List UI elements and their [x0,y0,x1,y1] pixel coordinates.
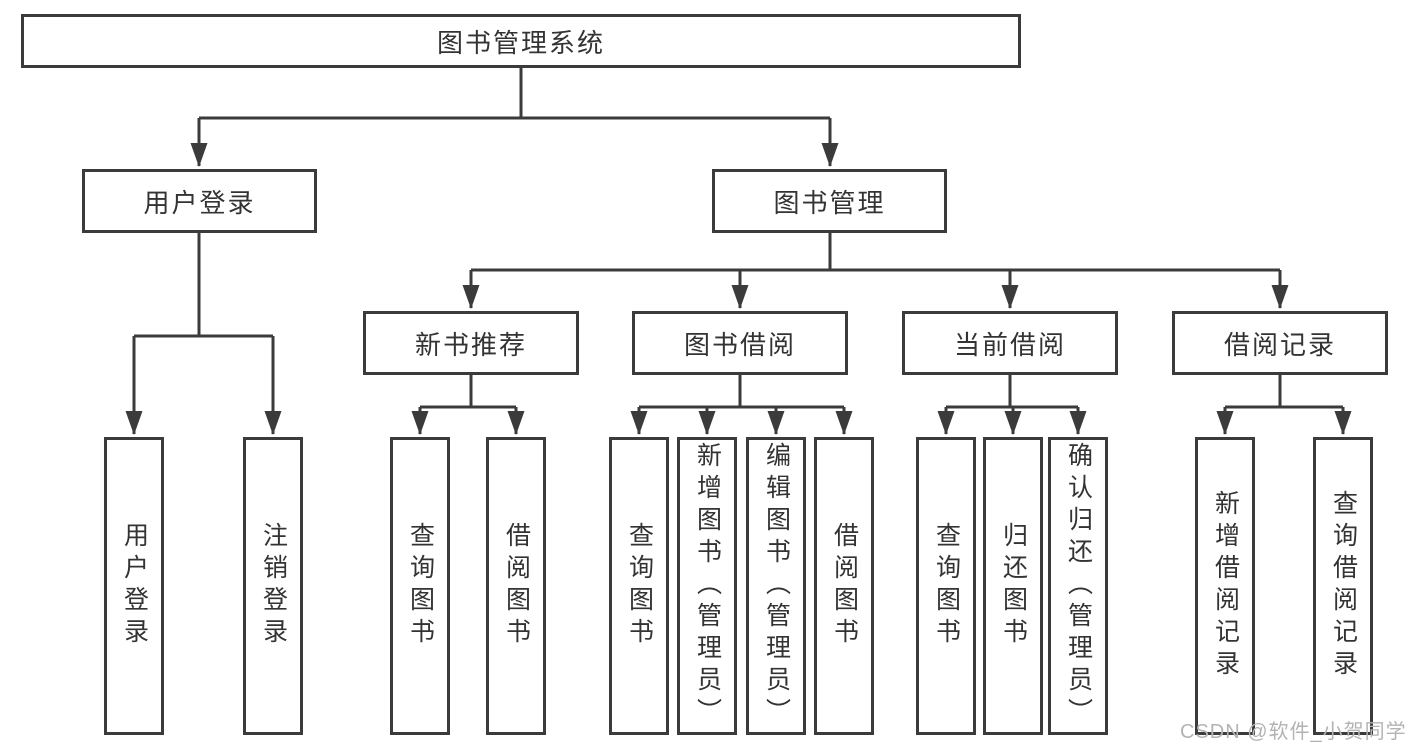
node-label: 编辑图书（管理员） [762,442,791,730]
node-query-books-current: 查询图书 [916,437,976,735]
node-label: 查询借阅记录 [1329,490,1358,682]
node-user-login: 用户登录 [82,169,317,233]
node-logout: 注销登录 [243,437,303,735]
node-label: 确认归还（管理员） [1064,442,1093,730]
node-library-system: 图书管理系统 [21,14,1021,68]
node-borrow-books-recommend: 借阅图书 [486,437,546,735]
node-edit-book-admin: 编辑图书（管理员） [746,437,806,735]
node-book-borrow: 图书借阅 [632,311,848,375]
node-borrow-books-leaf: 借阅图书 [814,437,874,735]
node-label: 注销登录 [259,522,288,650]
node-confirm-return-admin: 确认归还（管理员） [1048,437,1108,735]
node-label: 查询图书 [406,522,435,650]
node-book-management: 图书管理 [712,169,947,233]
node-label: 归还图书 [999,522,1028,650]
node-label: 借阅图书 [830,522,859,650]
node-query-books-borrow: 查询图书 [609,437,669,735]
node-label: 借阅图书 [502,522,531,650]
csdn-watermark: CSDN @软件_小贺同学 [1180,721,1405,743]
node-query-borrow-record: 查询借阅记录 [1313,437,1373,735]
node-add-book-admin: 新增图书（管理员） [677,437,737,735]
node-label: 查询图书 [932,522,961,650]
node-borrow-records: 借阅记录 [1172,311,1388,375]
node-label: 新增借阅记录 [1211,490,1240,682]
node-return-books: 归还图书 [983,437,1043,735]
node-label: 新增图书（管理员） [693,442,722,730]
node-query-books-recommend: 查询图书 [390,437,450,735]
node-new-book-recommend: 新书推荐 [363,311,579,375]
node-label: 查询图书 [625,522,654,650]
node-current-borrow: 当前借阅 [902,311,1118,375]
node-user-login-leaf: 用户登录 [104,437,164,735]
node-label: 用户登录 [120,522,149,650]
node-add-borrow-record: 新增借阅记录 [1195,437,1255,735]
